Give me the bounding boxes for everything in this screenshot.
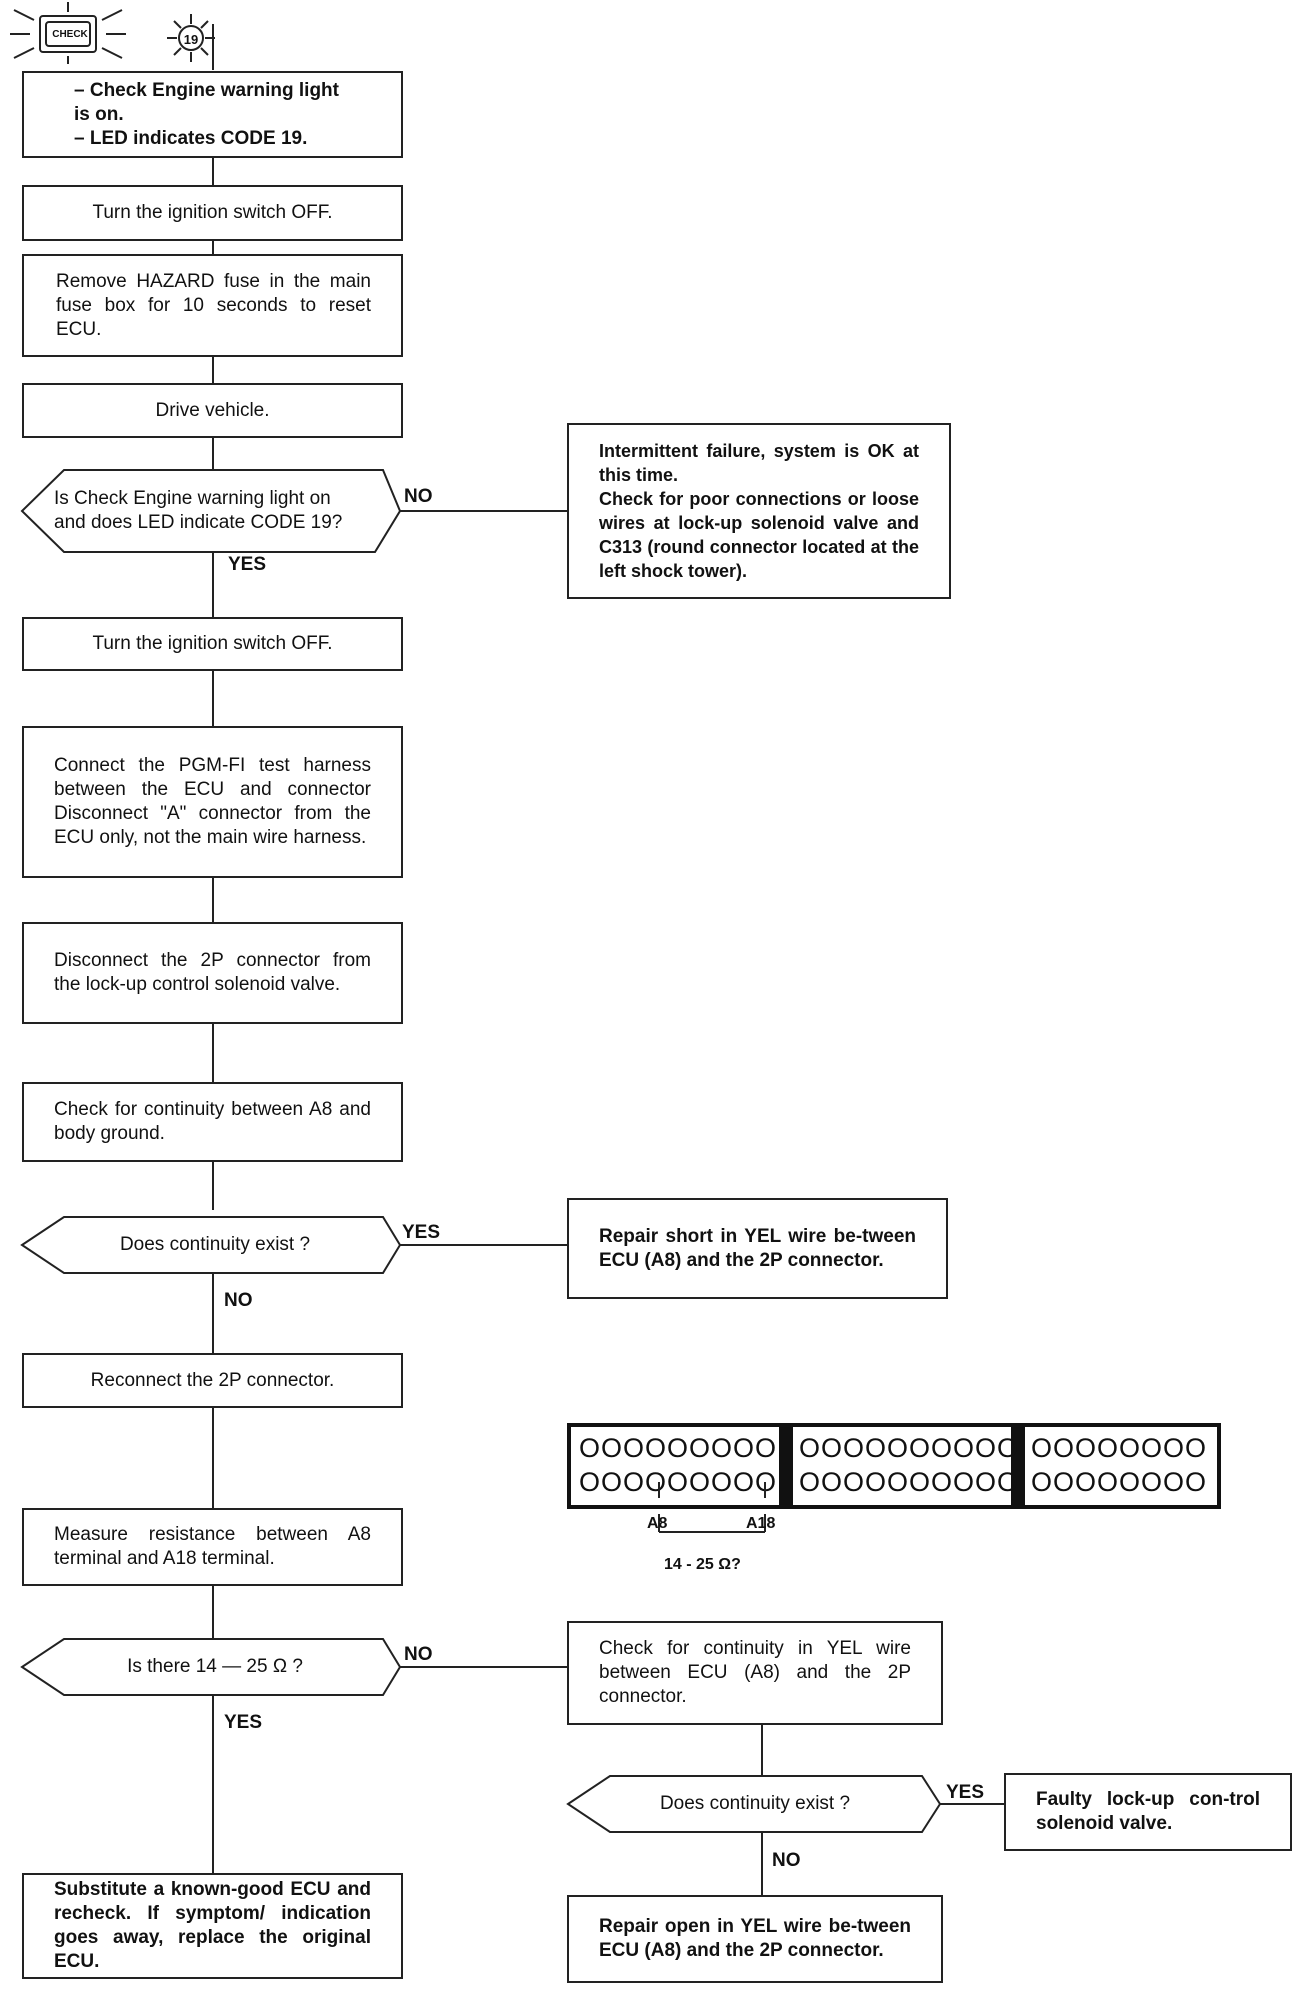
connector-row1-c: OOOOOOOO — [1031, 1433, 1208, 1463]
check-engine-icon — [10, 2, 126, 64]
label-d2-yes: YES — [402, 1222, 441, 1243]
connector-row2-b: OOOOOOOOOO — [799, 1467, 1020, 1497]
decision-diamond-3 — [20, 1638, 402, 1696]
result-intermittent-failure: Intermittent failure, system is OK at th… — [567, 423, 951, 599]
step-disconnect-2p-connector: Disconnect the 2P connector from the loc… — [22, 922, 403, 1024]
pin-label-a8: A8 — [647, 1515, 668, 1532]
connector-row1-a: OOOOOOOOO — [579, 1433, 778, 1463]
ecu-connector-diagram: OOOOOOOOO OOOOOOOOOO OOOOOOOO OOOOOOOOO … — [567, 1423, 1221, 1509]
label-d2-no: NO — [224, 1290, 253, 1311]
label-d1-yes: YES — [228, 554, 267, 575]
decision-continuity-exist-1: Does continuity exist ? — [119, 1234, 311, 1255]
result-faulty-solenoid-valve: Faulty lock-up con-trol solenoid valve. — [1004, 1773, 1292, 1851]
decision-continuity-exist-2: Does continuity exist ? — [659, 1793, 851, 1814]
connector-row2-a: OOOOOOOOO — [579, 1467, 778, 1497]
decision-diamond-1 — [20, 469, 402, 553]
led-code-icon-label: 19 — [183, 32, 199, 47]
step-check-continuity-yel-wire: Check for continuity in YEL wire between… — [567, 1621, 943, 1725]
decision-diamond-2 — [20, 1216, 402, 1274]
step-connect-test-harness: Connect the PGM-FI test harness between … — [22, 726, 403, 878]
result-repair-short: Repair short in YEL wire be-tween ECU (A… — [567, 1198, 948, 1299]
check-engine-icon-label: CHECK — [52, 29, 88, 40]
step-remove-hazard-fuse: Remove HAZARD fuse in the main fuse box … — [22, 254, 403, 357]
step-check-continuity-a8-ground: Check for continuity between A8 and body… — [22, 1082, 403, 1162]
step-symptom: – Check Engine warning light is on. – LE… — [22, 71, 403, 158]
led-code-icon — [167, 14, 215, 62]
connector-row2-c: OOOOOOOO — [1031, 1467, 1208, 1497]
connector-divider — [1011, 1423, 1025, 1509]
result-repair-open: Repair open in YEL wire be-tween ECU (A8… — [567, 1895, 943, 1983]
label-d4-no: NO — [772, 1850, 801, 1871]
connector-divider — [779, 1423, 793, 1509]
decision-resistance-range: Is there 14 — 25 Ω ? — [127, 1656, 303, 1677]
label-d4-yes: YES — [946, 1782, 985, 1803]
pin-label-a18: A18 — [746, 1515, 776, 1532]
step-reconnect-2p-connector: Reconnect the 2P connector. — [22, 1353, 403, 1408]
label-d1-no: NO — [404, 486, 433, 507]
step-drive-vehicle: Drive vehicle. — [22, 383, 403, 438]
connector-row1-b: OOOOOOOOOO — [799, 1433, 1020, 1463]
resistance-range-label: 14 - 25 Ω? — [664, 1556, 741, 1573]
step-ignition-off-2: Turn the ignition switch OFF. — [22, 617, 403, 671]
label-d3-yes: YES — [224, 1712, 263, 1733]
step-measure-resistance: Measure resistance between A8 terminal a… — [22, 1508, 403, 1586]
decision-diamond-4 — [566, 1775, 942, 1833]
decision-check-engine-code19: Is Check Engine warning light on and doe… — [54, 488, 343, 533]
label-d3-no: NO — [404, 1644, 433, 1665]
step-ignition-off-1: Turn the ignition switch OFF. — [22, 185, 403, 241]
result-substitute-ecu: Substitute a known-good ECU and recheck.… — [22, 1873, 403, 1979]
